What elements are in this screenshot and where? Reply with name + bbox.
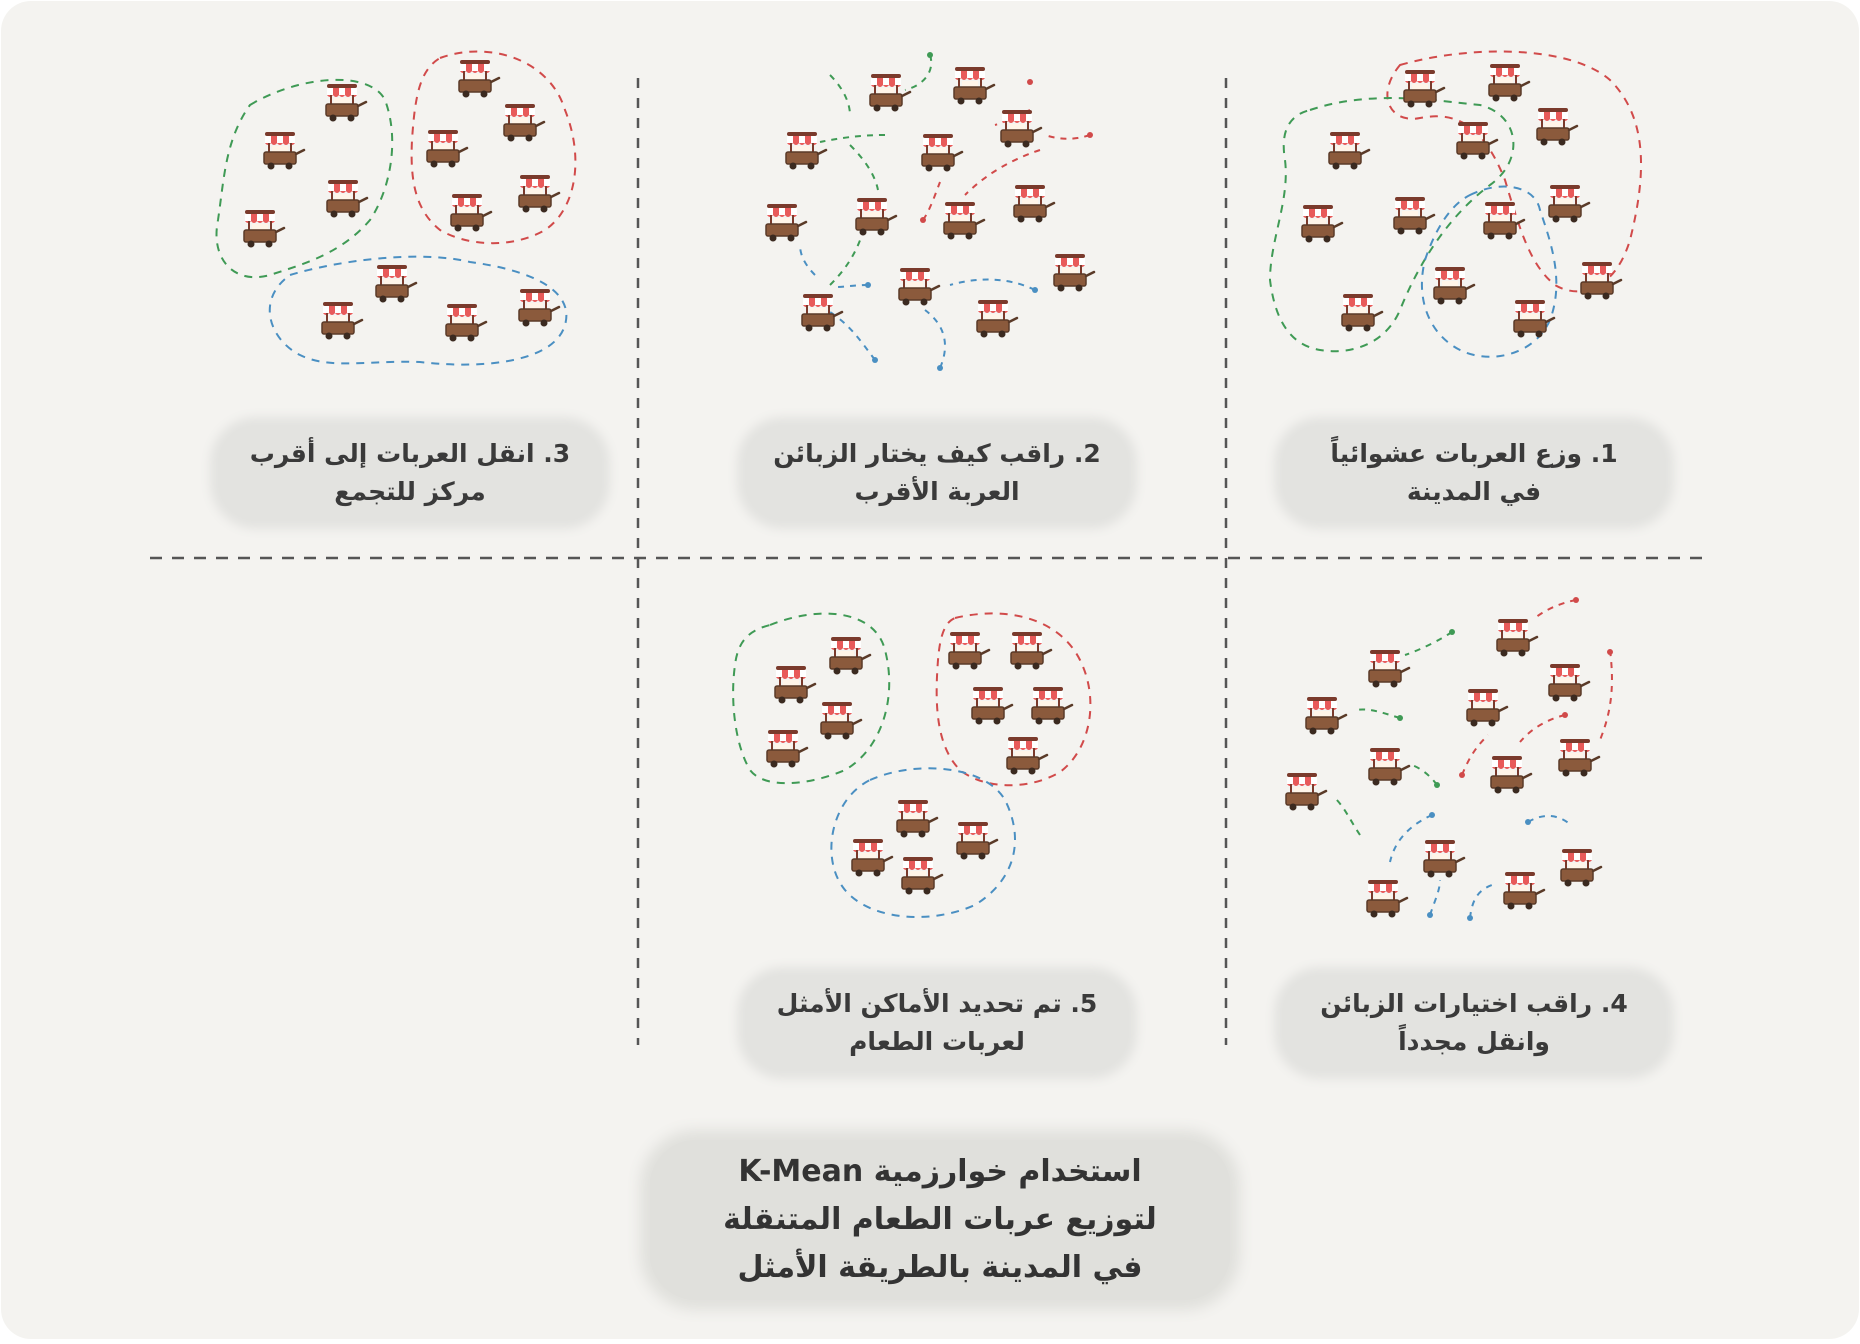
title-line2: لتوزيع عربات الطعام المتنقلة <box>723 1202 1157 1237</box>
main-title: استخدام خوارزمية K-Mean لتوزيع عربات الط… <box>650 1140 1230 1300</box>
dashed-arrow-icon <box>829 234 863 286</box>
step-4-number: 4. <box>1600 989 1628 1018</box>
cluster-outline-blue <box>268 255 568 366</box>
dashed-arrow-icon <box>1519 714 1566 743</box>
dashed-arrow-icon <box>799 244 816 276</box>
step-3-number: 3. <box>543 439 571 468</box>
dashed-arrow-icon <box>849 144 879 191</box>
cluster-outline-red <box>1386 50 1643 293</box>
step-2-number: 2. <box>1073 439 1101 468</box>
step-5-line1: تم تحديد الأماكن الأمثل <box>776 989 1062 1018</box>
dashed-arrow-icon <box>1599 649 1613 741</box>
step-2-label: 2. راقب كيف يختار الزبائن العربة الأقرب <box>745 425 1129 521</box>
dashed-arrow-icon <box>949 278 1036 291</box>
cluster-outline-red <box>935 612 1092 787</box>
panel-2-dots <box>865 52 1093 371</box>
cluster-outline-green <box>1268 97 1515 353</box>
step-4-label: 4. راقب اختيارات الزبائن وانقل مجدداً <box>1282 975 1666 1071</box>
step-4-line1: راقب اختيارات الزبائن <box>1320 989 1593 1018</box>
step-1-line2: في المدينة <box>1406 477 1542 506</box>
title-line1: استخدام خوارزمية K-Mean <box>738 1154 1142 1189</box>
step-2-line1: راقب كيف يختار الزبائن <box>773 439 1066 468</box>
dashed-arrow-icon <box>1044 134 1091 140</box>
dashed-arrow-icon <box>1429 879 1441 916</box>
step-5-number: 5. <box>1070 989 1098 1018</box>
dashed-arrow-icon <box>1461 734 1489 776</box>
title-line3: في المدينة بالطريقة الأمثل <box>737 1250 1143 1285</box>
step-1-number: 1. <box>1590 439 1618 468</box>
step-3-label: 3. انقل العربات إلى أقرب مركز للتجمع <box>218 425 602 521</box>
dashed-arrow-icon <box>1527 814 1573 827</box>
dashed-arrow-icon <box>1334 797 1361 836</box>
step-2-line2: العربة الأقرب <box>854 477 1020 506</box>
dashed-arrow-icon <box>834 284 869 288</box>
dashed-arrow-icon <box>1411 764 1438 786</box>
step-4-line2: وانقل مجدداً <box>1398 1027 1550 1056</box>
cluster-outline-green <box>732 612 891 785</box>
dashed-arrow-icon <box>1469 884 1493 919</box>
cluster-outline-green <box>215 78 394 279</box>
step-1-line1: وزع العربات عشوائياً <box>1330 439 1583 468</box>
dashed-arrow-icon <box>922 181 941 221</box>
dashed-arrow-icon <box>1354 708 1401 719</box>
panel-4-dots <box>1397 597 1613 921</box>
step-5-label: 5. تم تحديد الأماكن الأمثل لعربات الطعام <box>745 975 1129 1071</box>
dashed-arrow-icon <box>1534 599 1577 619</box>
dashed-arrow-icon <box>904 54 933 91</box>
dashed-arrow-icon <box>829 74 851 116</box>
step-1-label: 1. وزع العربات عشوائياً في المدينة <box>1282 425 1666 521</box>
cluster-outline-blue <box>1420 185 1558 358</box>
dashed-arrow-icon <box>1404 631 1453 656</box>
panel-2-arrows <box>799 54 1091 369</box>
panel-3-clusters <box>215 50 577 366</box>
step-5-line2: لعربات الطعام <box>849 1027 1025 1056</box>
cluster-outline-red <box>410 50 577 245</box>
panel-1-clusters <box>1268 50 1643 358</box>
step-3-line1: انقل العربات إلى أقرب <box>249 439 535 468</box>
step-3-line2: مركز للتجمع <box>334 477 486 506</box>
panel-5-clusters <box>732 612 1092 918</box>
panel-4-arrows <box>1334 599 1613 919</box>
